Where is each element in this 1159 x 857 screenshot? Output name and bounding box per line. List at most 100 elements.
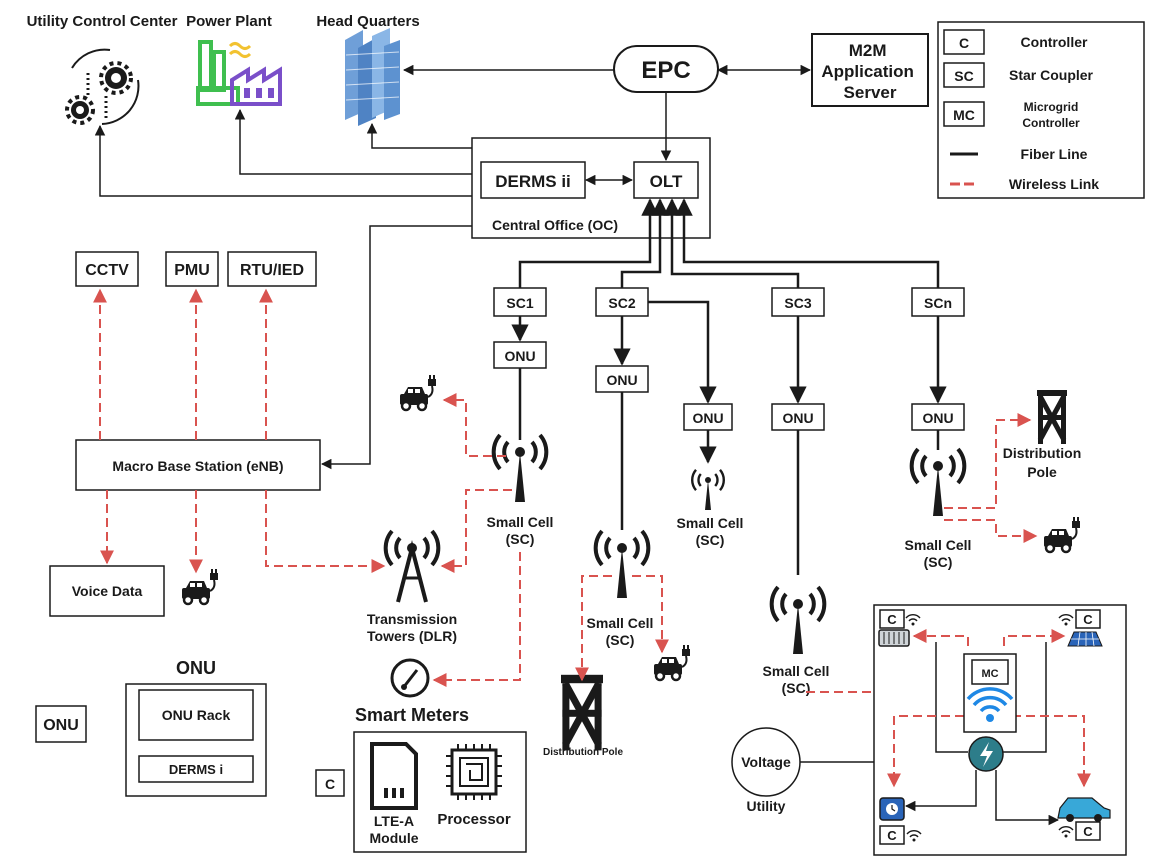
ev-charging-icon-3 <box>652 643 692 682</box>
legend-desc-controller: Controller <box>1021 34 1088 50</box>
small-cell-3-icon <box>691 468 725 512</box>
legend-desc-fiber: Fiber Line <box>1021 146 1088 162</box>
small-cell-4-icon <box>769 585 827 656</box>
mc-label-box <box>971 659 1009 685</box>
utility-control-center-label: Utility Control Center <box>27 13 178 30</box>
lte-module-icon <box>370 742 418 810</box>
utility-control-center-icon <box>65 48 140 125</box>
onu-4: ONU <box>771 403 825 431</box>
svg-text:DERMS ii: DERMS ii <box>495 172 571 191</box>
smart-meters-label: Smart Meters <box>355 705 469 725</box>
legend-key-mc <box>943 101 985 127</box>
head-quarters-icon <box>345 28 400 126</box>
small-cell-1-label: Small Cell(SC) <box>487 514 554 547</box>
svg-text:ONU: ONU <box>43 717 79 734</box>
svg-text:ONU: ONU <box>922 410 953 426</box>
svg-text:OLT: OLT <box>650 172 683 191</box>
pmu-box: PMU <box>165 251 219 287</box>
svg-text:SC: SC <box>954 68 973 84</box>
svg-text:Voice Data: Voice Data <box>72 583 143 599</box>
svg-text:SCn: SCn <box>924 295 952 311</box>
svg-text:MC: MC <box>953 107 975 123</box>
solar-controller-icon: C <box>1058 609 1103 647</box>
svg-text:ONU: ONU <box>606 372 637 388</box>
star-coupler-n: SCn <box>911 287 965 317</box>
fiber-links-couplers <box>518 198 940 288</box>
ev-charging-icon-4 <box>1042 515 1082 554</box>
derms-ii-box <box>480 161 586 199</box>
power-plant-icon <box>196 40 282 106</box>
utility-label: Utility <box>747 798 786 814</box>
svg-text:ONU: ONU <box>692 410 723 426</box>
mc-wifi-icon <box>966 687 1014 722</box>
epc-label: EPC <box>641 57 690 84</box>
derms-i-box <box>138 755 254 783</box>
small-cell-5-label: Small Cell(SC) <box>905 537 972 570</box>
small-cell-2-label: Small Cell(SC) <box>587 615 654 648</box>
onu-1: ONU <box>493 341 547 369</box>
star-coupler-3: SC3 <box>771 287 825 317</box>
onu-symbol-box <box>35 705 87 743</box>
distribution-pole-icon-bottom <box>561 675 603 751</box>
svg-text:SC2: SC2 <box>608 295 635 311</box>
svg-text:PMU: PMU <box>174 262 210 279</box>
voltage-label: Voltage <box>741 754 791 770</box>
legend: C Controller SC Star Coupler MC Microgri… <box>937 21 1145 199</box>
svg-text:C: C <box>887 828 897 843</box>
onu-detail-title: ONU <box>176 658 216 678</box>
onu-rack-box <box>138 689 254 741</box>
central-office-label: Central Office (OC) <box>492 217 618 233</box>
ev-controller-icon: C <box>1057 797 1111 841</box>
onu-5: ONU <box>911 403 965 431</box>
legend-key-sc <box>943 62 985 88</box>
star-coupler-1: SC1 <box>493 287 547 317</box>
fiber-links-onu <box>511 300 947 575</box>
olt-box <box>633 161 699 199</box>
legend-key-c <box>943 29 985 55</box>
legend-desc-star-coupler: Star Coupler <box>1009 67 1094 83</box>
battery-controller-icon: C <box>878 609 921 647</box>
smart-meter-icon <box>390 658 430 698</box>
svg-text:ONU: ONU <box>504 348 535 364</box>
microgrid-hub-icon <box>968 736 1004 772</box>
svg-text:RTU/IED: RTU/IED <box>240 262 304 279</box>
svg-text:SC1: SC1 <box>506 295 533 311</box>
processor-icon <box>446 744 502 800</box>
legend-desc-wireless: Wireless Link <box>1009 176 1099 192</box>
svg-text:ONU Rack: ONU Rack <box>162 707 231 723</box>
small-cell-5-icon <box>909 447 967 518</box>
macro-base-station: Macro Base Station (eNB) <box>75 439 321 491</box>
small-cell-2-icon <box>593 529 651 600</box>
star-coupler-2: SC2 <box>595 287 649 317</box>
distribution-pole-label-bottom: Distribution Pole <box>543 747 623 758</box>
m2m-server-label: M2M Application Server <box>821 41 918 102</box>
transmission-tower-icon <box>383 529 441 603</box>
svg-text:MC: MC <box>981 668 998 680</box>
controller-symbol-box <box>315 769 345 797</box>
svg-text:Macro Base Station (eNB): Macro Base Station (eNB) <box>112 458 283 474</box>
small-cell-4-label: Small Cell(SC) <box>763 663 830 696</box>
processor-label: Processor <box>437 811 511 828</box>
svg-text:ONU: ONU <box>782 410 813 426</box>
svg-text:SC3: SC3 <box>784 295 811 311</box>
distribution-pole-icon-right <box>1037 390 1067 444</box>
svg-text:CCTV: CCTV <box>85 262 129 279</box>
rtu-ied-box: RTU/IED <box>227 251 317 287</box>
svg-text:C: C <box>1083 612 1093 627</box>
svg-text:C: C <box>959 35 969 51</box>
meter-controller-icon: C <box>879 797 922 845</box>
head-quarters-label: Head Quarters <box>316 13 419 30</box>
voice-data-box: Voice Data <box>49 565 165 617</box>
microgrid-fiber <box>904 642 1060 826</box>
small-cell-1-icon <box>491 433 549 504</box>
svg-text:C: C <box>887 612 897 627</box>
power-plant-label: Power Plant <box>186 13 272 30</box>
onu-2: ONU <box>595 365 649 393</box>
m2m-server-box <box>811 33 929 107</box>
svg-text:C: C <box>1083 824 1093 839</box>
